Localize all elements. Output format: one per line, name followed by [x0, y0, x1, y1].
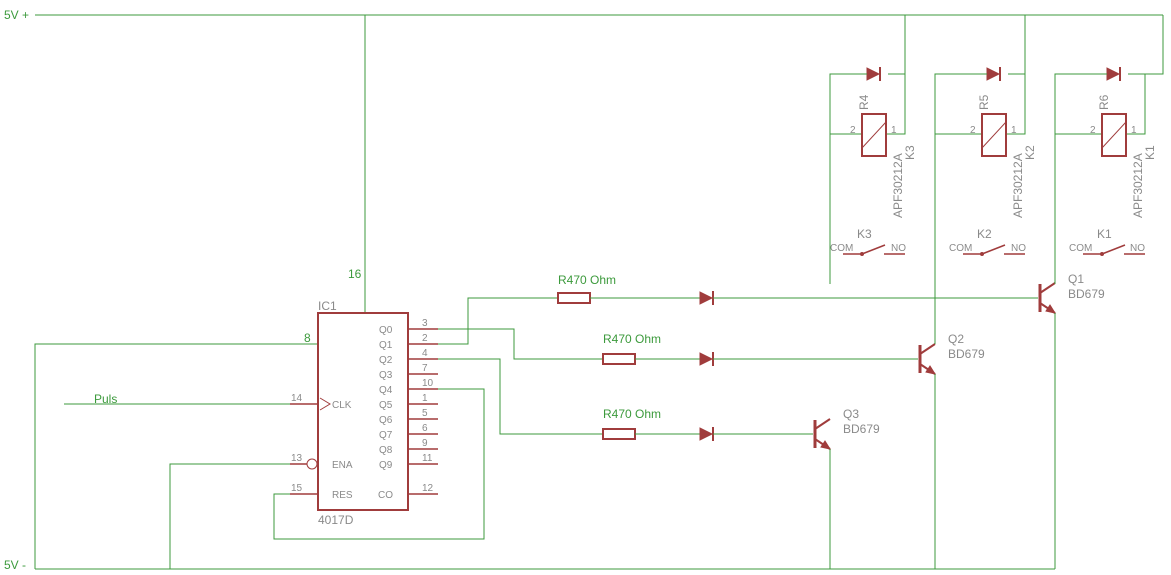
resistor: [557, 292, 591, 304]
resistor-label: R470 Ohm: [558, 273, 616, 287]
ic-out-pin: 5: [422, 408, 428, 419]
ic-out-label: Q9: [379, 460, 393, 471]
drive-chain-q1: R470 Ohm: [438, 273, 1038, 330]
diode: [699, 291, 714, 305]
contact-com: COM: [830, 243, 853, 254]
relay-name: K2: [1023, 145, 1037, 160]
transistor-value: BD679: [948, 347, 985, 361]
contact-no: NO: [891, 243, 906, 254]
ic-out-pin: 7: [422, 363, 428, 374]
relay-res-label: R5: [977, 94, 991, 110]
relay-part: APF30212A: [891, 153, 905, 218]
ic-out-pin: 2: [422, 333, 428, 344]
vcc-label: 5V +: [4, 8, 29, 22]
relay-name: K3: [903, 145, 917, 160]
transistor-q2: Q2 BD679: [918, 332, 985, 375]
relay-pin-right: 1: [1011, 125, 1017, 136]
ic-res-pin: 15: [291, 483, 303, 494]
contact-com: COM: [1069, 243, 1092, 254]
relay-name: K1: [1143, 145, 1157, 160]
ic-out-pin: 9: [422, 438, 428, 449]
ic-out-label: Q3: [379, 370, 393, 381]
relay-res-label: R6: [1097, 94, 1111, 110]
diode: [699, 352, 714, 366]
ic-out-label: Q6: [379, 415, 393, 426]
ic-out-label: Q7: [379, 430, 393, 441]
ic-pin-gnd: 8: [304, 331, 311, 345]
pulse-label: Puls: [94, 392, 117, 406]
ic-res-label: RES: [332, 490, 353, 501]
transistor-value: BD679: [843, 422, 880, 436]
ic-out-label: Q0: [379, 325, 393, 336]
contact-name: K3: [857, 227, 872, 241]
diode: [699, 427, 714, 441]
relay-k1: 2 1 R6 APF30212A K1: [1054, 15, 1164, 284]
contact-no: NO: [1011, 243, 1026, 254]
gnd-label: 5V -: [4, 558, 26, 572]
ic-ena-pin: 13: [291, 453, 303, 464]
ic-out-pin: 10: [422, 378, 434, 389]
drive-chain-q3: R470 Ohm: [438, 358, 813, 441]
ic-co-pin: 12: [422, 483, 434, 494]
transistor-q1: Q1 BD679: [1038, 272, 1105, 314]
ic-power-wires: 16 8: [34, 15, 366, 569]
relay-pin-left: 2: [850, 125, 856, 136]
contact-k3: K3 COM NO: [830, 227, 906, 256]
resistor-label: R470 Ohm: [603, 407, 661, 421]
ic-out-label: Q8: [379, 445, 393, 456]
ena-wire: [169, 463, 290, 569]
contact-name: K2: [977, 227, 992, 241]
resistor: [602, 353, 636, 365]
ic-out-pin: 1: [422, 393, 428, 404]
relay-part: APF30212A: [1011, 153, 1025, 218]
reset-feedback-wire: [273, 388, 485, 540]
ic-out-label: Q2: [379, 355, 393, 366]
contact-name: K1: [1097, 227, 1112, 241]
ic-out-pin: 3: [422, 318, 428, 329]
contact-k2: K2 COM NO: [949, 227, 1026, 256]
resistor: [602, 428, 636, 440]
transistor-name: Q1: [1068, 272, 1084, 286]
resistor-label: R470 Ohm: [603, 332, 661, 346]
relay-k2: 2 1 R5 APF30212A K2: [934, 15, 1037, 344]
ic-ena-label: ENA: [332, 460, 353, 471]
transistor-value: BD679: [1068, 287, 1105, 301]
ic-out-label: Q4: [379, 385, 393, 396]
ic-out-pin: 11: [422, 453, 433, 464]
relay-res-label: R4: [857, 94, 871, 110]
ic-co-label: CO: [378, 490, 393, 501]
pulse-input: Puls: [64, 392, 290, 406]
contact-k1: K1 COM NO: [1069, 227, 1145, 256]
contact-com: COM: [949, 243, 972, 254]
contact-no: NO: [1130, 243, 1145, 254]
ic-name: IC1: [318, 299, 337, 313]
transistor-q3: Q3 BD679: [813, 407, 880, 450]
ic-pin-vcc: 16: [348, 267, 362, 281]
vcc-rail: 5V +: [4, 8, 1163, 22]
drive-chain-q2: R470 Ohm: [438, 328, 918, 366]
relay-pin-right: 1: [1131, 125, 1137, 136]
transistor-name: Q2: [948, 332, 964, 346]
ic-clk-pin: 14: [291, 393, 303, 404]
gnd-rail: 5V -: [4, 558, 1055, 572]
ic-4017: IC1 4017D Q0 Q1 Q2 Q3 Q4 Q5 Q6 Q7 Q8 Q9 …: [290, 299, 438, 527]
ic-out-label: Q1: [379, 340, 393, 351]
relay-k3: 2 1 R4 APF30212A K3: [829, 15, 917, 284]
ic-part: 4017D: [318, 513, 354, 527]
relay-part: APF30212A: [1131, 153, 1145, 218]
ic-out-pin: 6: [422, 423, 428, 434]
relay-pin-right: 1: [891, 125, 897, 136]
transistor-name: Q3: [843, 407, 859, 421]
ic-out-label: Q5: [379, 400, 393, 411]
ic-clk-label: CLK: [332, 400, 352, 411]
ic-out-pin: 4: [422, 348, 428, 359]
relay-pin-left: 2: [970, 125, 976, 136]
relay-pin-left: 2: [1090, 125, 1096, 136]
